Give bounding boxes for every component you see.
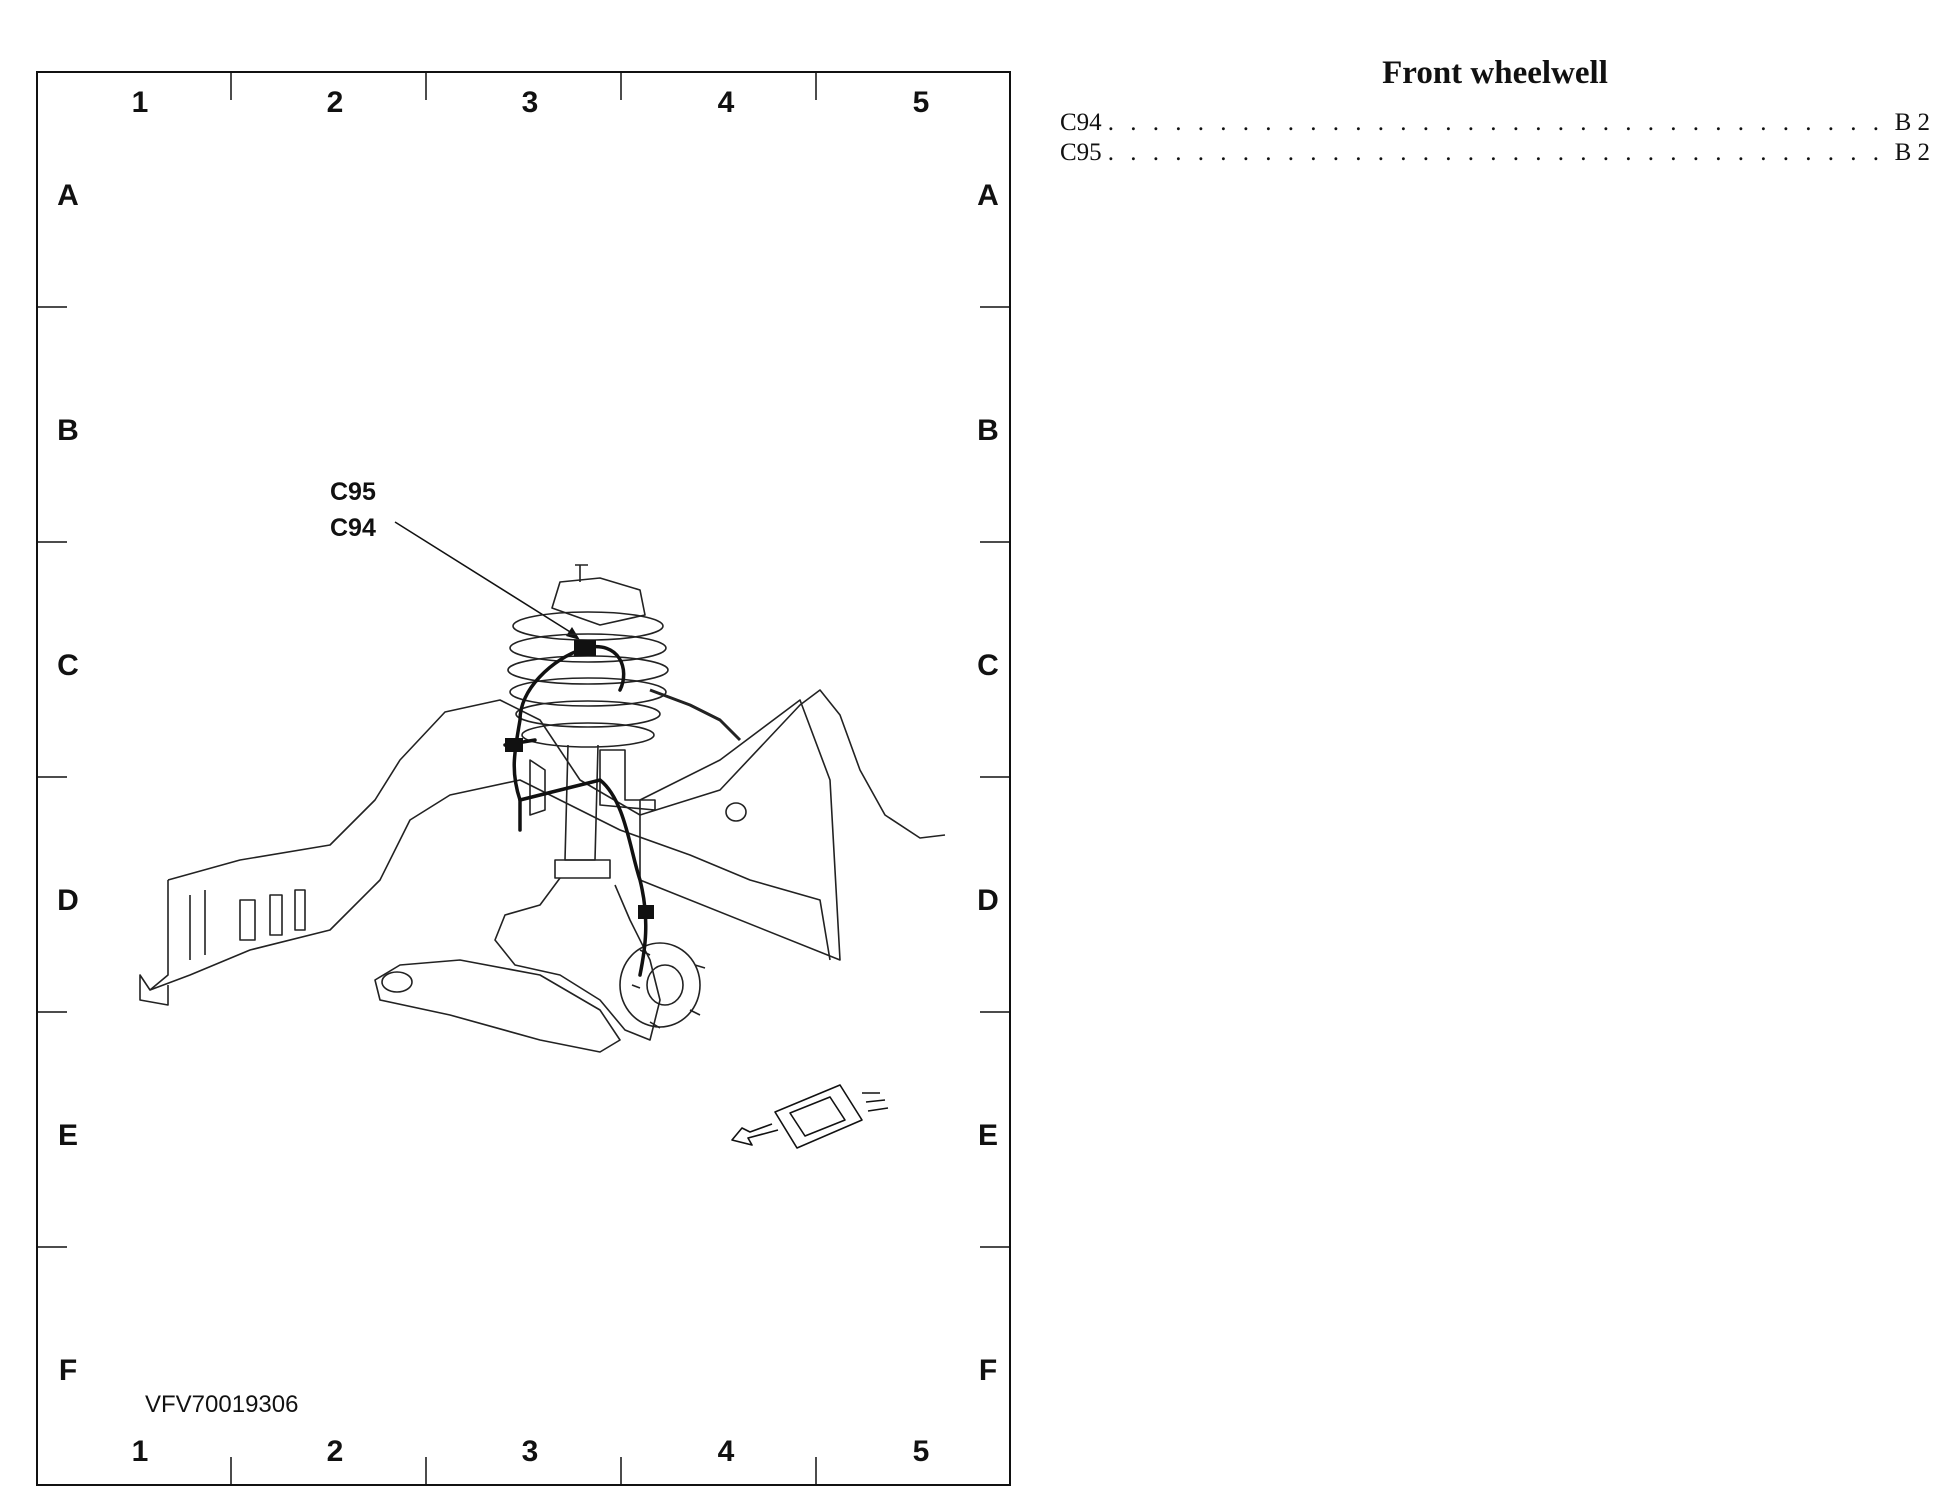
strut-clamp — [554, 859, 611, 879]
diagram-frame — [36, 71, 1011, 1486]
row-label-f: F — [979, 1354, 997, 1387]
column-label-4: 4 — [718, 86, 735, 119]
frame-rail-slots — [239, 889, 306, 941]
column-label-2: 2 — [327, 1435, 344, 1468]
control-arm-bushing — [381, 971, 413, 993]
row-label-a: A — [977, 179, 999, 212]
index-location: B 2 — [1894, 139, 1930, 166]
column-label-5: 5 — [913, 1435, 930, 1468]
strut-body — [564, 744, 599, 861]
row-label-b: B — [977, 414, 999, 447]
column-label-1: 1 — [132, 86, 149, 119]
row-labels-right: A B C D E F — [977, 179, 999, 1387]
index-connector: C95 — [1060, 139, 1102, 166]
index-row: C95 . . . . . . . . . . . . . . . . . . … — [1060, 138, 1930, 168]
abs-sensor-harness — [503, 644, 648, 977]
row-label-d: D — [977, 884, 999, 917]
row-label-a: A — [57, 179, 79, 212]
index-leader-dots: . . . . . . . . . . . . . . . . . . . . … — [1107, 109, 1889, 136]
column-label-4: 4 — [718, 1435, 735, 1468]
column-label-1: 1 — [132, 1435, 149, 1468]
column-ticks — [230, 72, 817, 1485]
column-label-3: 3 — [522, 1435, 539, 1468]
harness-branch — [649, 688, 742, 742]
strut-mount — [551, 577, 646, 626]
callout-label-c95: C95 — [330, 478, 376, 506]
column-label-3: 3 — [522, 86, 539, 119]
front-suspension-illustration — [139, 564, 946, 1053]
wheel-hub-center — [646, 964, 684, 1006]
column-labels-bottom: 1 2 3 4 5 — [132, 1435, 930, 1468]
index-leader-dots: . . . . . . . . . . . . . . . . . . . . … — [1107, 139, 1889, 166]
harness-clip — [638, 905, 654, 919]
row-label-f: F — [59, 1354, 77, 1387]
row-label-e: E — [58, 1119, 78, 1152]
row-label-c: C — [977, 649, 999, 682]
callout-label-c94: C94 — [330, 514, 376, 542]
index-location: B 2 — [1894, 109, 1930, 136]
connector-index: Front wheelwell C94 . . . . . . . . . . … — [1060, 55, 1930, 168]
index-row: C94 . . . . . . . . . . . . . . . . . . … — [1060, 108, 1930, 138]
index-title: Front wheelwell — [1382, 55, 1608, 91]
steering-knuckle — [494, 877, 661, 1041]
lower-control-arm — [374, 959, 621, 1053]
coil-spring — [507, 611, 669, 748]
index-connector: C94 — [1060, 109, 1102, 136]
frame-rail — [167, 689, 946, 881]
row-label-d: D — [57, 884, 79, 917]
callout-leader-line — [394, 521, 576, 636]
row-ticks — [37, 306, 1010, 1248]
row-label-b: B — [57, 414, 79, 447]
row-label-e: E — [978, 1119, 998, 1152]
harness-clip — [505, 738, 523, 752]
fender-hole — [725, 802, 747, 822]
row-labels-left: A B C D E F — [57, 179, 79, 1387]
connector-c94-c95 — [574, 640, 596, 656]
vehicle-front-arrow-icon — [731, 1084, 889, 1149]
strut-top-stud — [575, 564, 588, 582]
frame-rail-end — [139, 880, 206, 1006]
frame-rail-lower — [149, 779, 831, 991]
column-labels-top: 1 2 3 4 5 — [132, 86, 930, 119]
column-label-2: 2 — [327, 86, 344, 119]
row-label-c: C — [57, 649, 79, 682]
column-label-5: 5 — [913, 86, 930, 119]
figure-id: VFV70019306 — [145, 1391, 298, 1418]
wheel-hub — [619, 942, 701, 1028]
